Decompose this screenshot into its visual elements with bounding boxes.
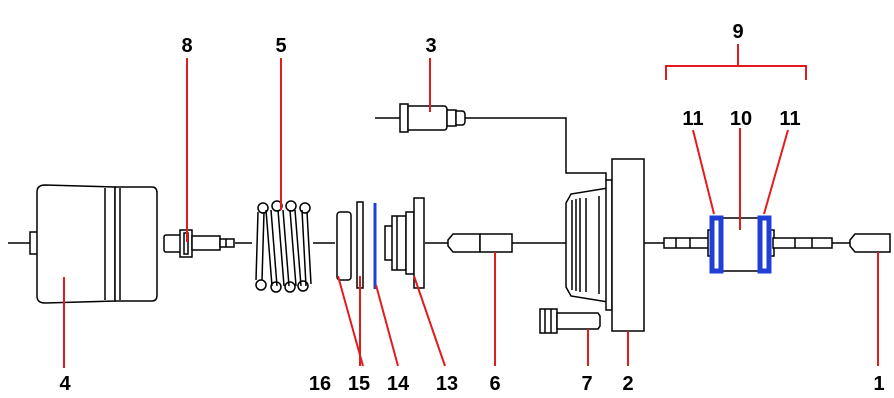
label-2: 2 <box>622 373 633 395</box>
label-3: 3 <box>425 35 436 57</box>
part-6-pin <box>447 233 513 253</box>
label-11b: 11 <box>779 108 800 130</box>
label-16: 16 <box>309 373 331 395</box>
label-5: 5 <box>275 35 286 57</box>
part-labels: 8 5 3 9 11 10 11 4 16 15 14 13 6 7 2 1 <box>59 21 884 395</box>
label-11a: 11 <box>682 108 703 130</box>
label-6: 6 <box>489 373 500 395</box>
part-1-endcap <box>849 233 891 253</box>
part-3-cable <box>465 117 607 180</box>
part-2-housing <box>565 158 645 332</box>
part-3-cartridge <box>399 103 466 133</box>
bracket-9 <box>665 44 807 80</box>
label-10: 10 <box>730 108 752 130</box>
label-14: 14 <box>387 373 410 395</box>
label-7: 7 <box>581 373 592 395</box>
leader-16 <box>337 275 364 367</box>
label-1: 1 <box>873 373 884 395</box>
part-7-screw <box>539 308 601 334</box>
part-11-bands <box>709 215 772 274</box>
leader-lines <box>63 44 879 368</box>
label-13: 13 <box>436 373 458 395</box>
part-15-washer <box>356 201 364 289</box>
label-9: 9 <box>732 21 743 43</box>
leader-11b <box>763 129 789 215</box>
label-15: 15 <box>348 373 370 395</box>
leader-13 <box>413 275 446 367</box>
part-4-motor <box>29 184 158 304</box>
label-8: 8 <box>181 35 192 57</box>
part-5-spring <box>255 200 312 293</box>
leader-14 <box>375 284 399 367</box>
label-4: 4 <box>59 373 71 395</box>
part-8-shaft <box>163 229 235 258</box>
part-16-ring <box>336 211 352 281</box>
part-13-hub <box>384 197 425 289</box>
leader-11a <box>692 129 715 215</box>
